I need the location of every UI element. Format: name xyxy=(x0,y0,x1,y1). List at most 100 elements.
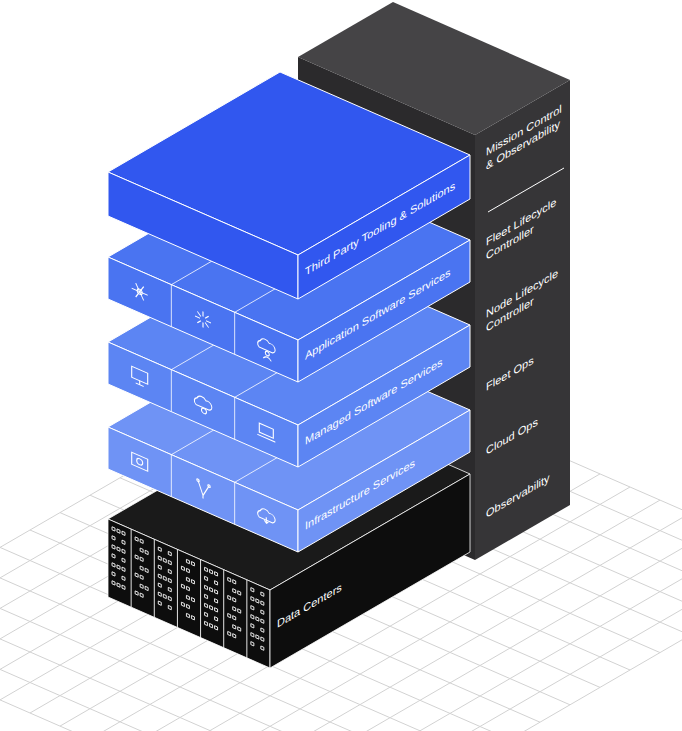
rack-light xyxy=(261,601,264,605)
rack-divider xyxy=(154,539,155,617)
rack-light xyxy=(158,601,161,605)
rack-light xyxy=(122,576,125,580)
panel-label: Fleet Lifecycle Controller xyxy=(486,190,566,264)
icon-stroke xyxy=(132,452,148,471)
rack-light xyxy=(215,626,218,630)
tile-divider xyxy=(234,312,235,354)
rack-light xyxy=(140,584,143,588)
icon-stroke xyxy=(136,283,144,300)
rack-light xyxy=(251,633,254,637)
panel-label: Fleet Ops xyxy=(486,335,566,395)
rack-light xyxy=(163,576,166,580)
icon-stroke xyxy=(136,283,144,300)
rack-light xyxy=(186,559,189,563)
rack-light xyxy=(191,562,194,566)
rack-light xyxy=(135,591,138,595)
rack-light xyxy=(168,560,171,564)
rack-light xyxy=(140,557,143,561)
rack-light xyxy=(215,581,218,585)
rack-light xyxy=(238,627,241,631)
control-panel: Mission Control & ObservabilityFleet Lif… xyxy=(475,80,570,560)
rack-light xyxy=(251,642,254,646)
rack-light xyxy=(122,549,125,553)
rack-light xyxy=(238,591,241,595)
rack-light xyxy=(112,527,115,531)
rack-light xyxy=(158,556,161,560)
dc-left xyxy=(108,519,270,668)
rack-light xyxy=(112,572,115,576)
tile-divider xyxy=(171,285,172,327)
rack-light xyxy=(168,578,171,582)
icon-stroke xyxy=(263,355,271,361)
text-slot: Fleet Lifecycle Controller xyxy=(486,190,566,264)
rack-light xyxy=(158,574,161,578)
rack-light xyxy=(112,554,115,558)
rack-light xyxy=(112,545,115,549)
rack-light xyxy=(228,595,231,599)
rack-light xyxy=(117,529,120,533)
icon-stroke xyxy=(195,316,200,318)
rack-light xyxy=(191,580,194,584)
rack-light xyxy=(112,581,115,585)
rack-light xyxy=(205,612,208,616)
rack-light xyxy=(238,609,241,613)
rack-light xyxy=(117,583,120,587)
server-racks xyxy=(112,521,264,666)
rack-light xyxy=(210,588,213,592)
rack-light xyxy=(186,586,189,590)
rack-light xyxy=(145,568,148,572)
text-slot: Observability xyxy=(486,462,566,522)
rack-light xyxy=(251,597,254,601)
panel-label: Node Lifecycle Controller xyxy=(486,262,566,336)
icon-stroke xyxy=(205,315,209,320)
rack-light xyxy=(233,580,236,584)
panel-label: Observability xyxy=(486,462,566,522)
icon-stroke xyxy=(137,457,143,466)
rack-light xyxy=(186,577,189,581)
rack-light xyxy=(228,577,231,581)
service-icon xyxy=(195,308,211,331)
icon-stroke xyxy=(136,383,144,386)
rack-light xyxy=(168,596,171,600)
rack-light xyxy=(163,558,166,562)
service-icon xyxy=(194,393,211,417)
rack-light xyxy=(205,576,208,580)
rack-light xyxy=(256,635,259,639)
rack-light xyxy=(140,593,143,597)
layer-slab-shape xyxy=(108,72,470,299)
text-slot: Cloud Ops xyxy=(486,399,566,459)
rack-light xyxy=(228,613,231,617)
rack-divider xyxy=(246,580,247,658)
rack-light xyxy=(181,602,184,606)
icon-stroke xyxy=(202,323,203,328)
rack-light xyxy=(210,606,213,610)
icon-stroke xyxy=(265,351,269,357)
service-icon xyxy=(197,479,210,502)
rack-light xyxy=(251,588,254,592)
rack-light xyxy=(140,566,143,570)
rack-light xyxy=(233,625,236,629)
rack-light xyxy=(140,548,143,552)
icon-stroke xyxy=(197,311,201,316)
rack-light xyxy=(233,589,236,593)
rack-light xyxy=(168,569,171,573)
rack-light xyxy=(261,619,264,623)
rack-light xyxy=(205,567,208,571)
rack-light xyxy=(140,539,143,543)
rack-light xyxy=(215,590,218,594)
icon-stroke xyxy=(197,479,199,482)
tile-divider xyxy=(234,397,235,439)
rack-light xyxy=(205,621,208,625)
icon-stroke xyxy=(206,321,211,323)
rack-light xyxy=(186,604,189,608)
tile-divider xyxy=(234,482,235,524)
rack-light xyxy=(145,550,148,554)
rack-light xyxy=(122,585,125,589)
icon-stroke xyxy=(202,407,207,414)
rack-light xyxy=(205,603,208,607)
rack-light xyxy=(191,616,194,620)
rack-divider xyxy=(131,529,132,607)
rack-light xyxy=(168,605,171,609)
